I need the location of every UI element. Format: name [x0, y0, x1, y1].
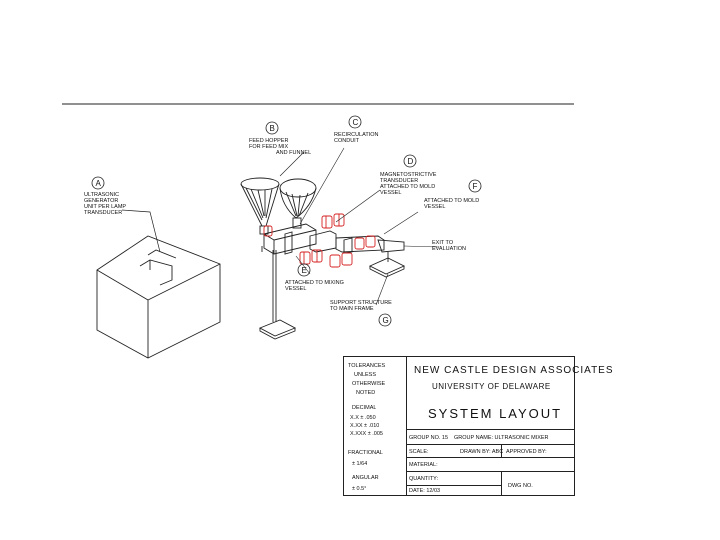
- label-circle-f: [468, 179, 482, 193]
- label-a-text2: GENERATOR: [84, 198, 118, 204]
- stand: [258, 250, 297, 340]
- approved-by: APPROVED BY:: [506, 449, 547, 455]
- fractional-label: FRACTIONAL: [348, 450, 383, 456]
- fractional-tol: ± 1/64: [352, 461, 368, 467]
- feed-funnel-right: [279, 178, 317, 229]
- tolerances-unless: UNLESS: [354, 372, 377, 378]
- title-block: TOLERANCES UNLESS OTHERWISE NOTED DECIMA…: [343, 356, 613, 496]
- date-label: DATE: 12/03: [409, 488, 441, 494]
- label-e: E: [302, 266, 307, 275]
- label-f-text1: ATTACHED TO MOLD: [424, 198, 479, 204]
- angular-tol: ± 0.5°: [352, 486, 367, 492]
- label-f-text2: VESSEL: [424, 204, 445, 210]
- label-d-text1: MAGNETOSTRICTIVE: [380, 172, 437, 178]
- leaders: [279, 147, 439, 306]
- label-a-text4: TRANSDUCER: [84, 210, 122, 216]
- drawn-by: DRAWN BY: ABC: [460, 449, 504, 455]
- label-g-text2: TO MAIN FRAME: [330, 306, 374, 312]
- label-circle-e: [297, 263, 311, 277]
- decimal-label: DECIMAL: [352, 405, 377, 411]
- label-c-text1: RECIRCULATION: [334, 132, 379, 138]
- label-b-text2: FOR FEED MIX: [249, 144, 288, 150]
- label-b-text3: AND FUNNEL: [276, 150, 311, 156]
- decimal-tol-2: X.XX ± .010: [350, 423, 380, 429]
- label-d-text2: TRANSDUCER: [380, 178, 418, 184]
- label-a-text1: ULTRASONIC: [84, 192, 119, 198]
- label-c-text2: CONDUIT: [334, 138, 360, 144]
- company-name: NEW CASTLE DESIGN ASSOCIATES: [414, 365, 614, 376]
- label-out-text2: EVALUATION: [432, 246, 466, 252]
- drawing-title: SYSTEM LAYOUT: [428, 407, 563, 421]
- label-e-text1: ATTACHED TO MIXING: [285, 280, 344, 286]
- label-f: F: [473, 182, 478, 191]
- label-b-text1: FEED HOPPER: [249, 138, 288, 144]
- label-d-text3: ATTACHED TO MOLD: [380, 184, 435, 190]
- label-b: B: [270, 124, 275, 133]
- tolerances-otherwise: OTHERWISE: [352, 381, 386, 387]
- tolerances-noted: NOTED: [356, 390, 376, 396]
- transducer-mold-bottom: [329, 235, 376, 268]
- leader-a: [121, 209, 161, 253]
- label-circle-c: [348, 115, 362, 129]
- decimal-tol-1: X.X ± .050: [350, 415, 376, 421]
- feed-funnel-left: [240, 177, 280, 235]
- label-a-text3: UNIT PER LAMP: [84, 204, 126, 210]
- label-a: A: [96, 179, 102, 188]
- transducer-mixing-bottom: [299, 249, 323, 265]
- decimal-tol-3: X.XXX ± .005: [350, 431, 383, 437]
- label-circle-b: [265, 121, 279, 135]
- material-label: MATERIAL:: [409, 462, 438, 468]
- label-circle-g: [378, 313, 392, 327]
- label-g-text1: SUPPORT STRUCTURE: [330, 300, 392, 306]
- university-name: UNIVERSITY OF DELAWARE: [432, 382, 551, 391]
- drawing-number: DWG NO.: [508, 483, 533, 489]
- transducer-mixing-top: [321, 213, 345, 229]
- generator-box: [96, 235, 221, 359]
- label-c: C: [353, 118, 359, 127]
- angular-label: ANGULAR: [352, 475, 379, 481]
- label-e-text2: VESSEL: [285, 286, 306, 292]
- label-g: G: [383, 316, 389, 325]
- support-structure: [368, 252, 406, 278]
- label-circle-d: [403, 154, 417, 168]
- label-d: D: [408, 157, 414, 166]
- scale-label: SCALE:: [409, 449, 429, 455]
- label-d-text4: VESSEL: [380, 190, 401, 196]
- group-number: GROUP NO. 15: [409, 435, 449, 441]
- quantity-label: QUANTITY:: [409, 476, 439, 482]
- transducer-mold-top: [263, 225, 273, 237]
- mixing-vessel-assembly: [261, 223, 405, 255]
- label-circle-a: [91, 176, 105, 190]
- tolerances-label: TOLERANCES: [348, 363, 386, 369]
- label-out-text1: EXIT TO: [432, 240, 454, 246]
- group-name: GROUP NAME: ULTRASONIC MIXER: [454, 435, 549, 441]
